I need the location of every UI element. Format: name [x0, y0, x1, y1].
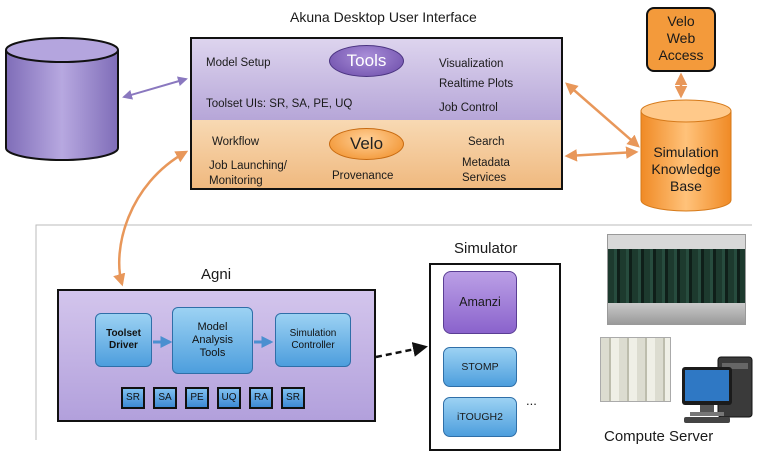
ascem-line: Observational	[18, 90, 106, 106]
akuna-desktop-box: Model Setup Toolset UIs: SR, SA, PE, UQ …	[190, 37, 563, 190]
ascem-line: Data Mgmt	[27, 107, 97, 123]
ascem-akuna-arrow	[122, 76, 188, 100]
tool-square-ra: RA	[249, 387, 273, 409]
tool-square-pe: PE	[185, 387, 209, 409]
job-control-label: Job Control	[439, 102, 498, 114]
agni-title: Agni	[201, 266, 232, 283]
stomp-box: STOMP	[443, 347, 517, 387]
tool-square-sr-2: SR	[281, 387, 305, 409]
kb-line: Simulation	[653, 144, 719, 160]
metadata-line: Metadata	[462, 157, 510, 169]
akuna-agni-arrow	[113, 150, 189, 287]
kb-line: Knowledge	[651, 161, 721, 177]
tool-square-uq: UQ	[217, 387, 241, 409]
sim-controller-line: Controller	[291, 340, 335, 351]
supercomputer-photo	[607, 234, 746, 325]
workflow-label: Workflow	[212, 136, 260, 148]
server-rack-photo	[600, 337, 671, 402]
metadata-line: Services	[462, 172, 507, 184]
ascem-label: ASCEM Observational Data Mgmt System	[6, 73, 118, 141]
knowledge-base-label: Simulation Knowledge Base	[636, 144, 736, 195]
itough2-box: iTOUGH2	[443, 397, 517, 437]
velo-web-line: Access	[658, 47, 704, 63]
sim-controller-line: Simulation	[289, 328, 337, 339]
model-analysis-line: Tools	[199, 347, 226, 359]
search-label: Search	[468, 136, 505, 148]
job-launching-line: Job Launching/	[209, 160, 288, 172]
kb-line: Base	[670, 178, 702, 194]
velo-web-line: Web	[666, 30, 696, 46]
velo-web-access-label: Velo Web Access	[647, 13, 715, 64]
toolset-uis-label: Toolset UIs: SR, SA, PE, UQ	[206, 98, 353, 110]
desktop-computer-icon	[682, 356, 753, 423]
compute-server-label: Compute Server	[604, 428, 714, 445]
visualization-label: Visualization	[439, 58, 504, 70]
amanzi-box: Amanzi	[443, 271, 517, 334]
tool-square-sr: SR	[121, 387, 145, 409]
velo-kb-arrow	[564, 146, 639, 162]
velo-panel: Workflow Job Launching/ Monitoring Prove…	[192, 120, 561, 188]
toolset-driver-line: Driver	[109, 340, 138, 351]
simulation-controller-box: Simulation Controller	[275, 313, 351, 367]
job-launching-label: Job Launching/ Monitoring	[209, 159, 288, 188]
model-analysis-tools-box: Model Analysis Tools	[172, 307, 253, 374]
model-analysis-line: Analysis	[192, 334, 233, 346]
tools-pill: Tools	[329, 45, 404, 77]
ascem-line: ASCEM	[37, 73, 87, 89]
provenance-label: Provenance	[332, 170, 394, 182]
velo-pill: Velo	[329, 128, 404, 160]
tool-square-sa: SA	[153, 387, 177, 409]
model-analysis-line: Model	[197, 321, 228, 333]
more-simulators-ellipsis: ...	[526, 393, 537, 408]
toolset-driver-box: Toolset Driver	[95, 313, 152, 367]
realtime-plots-label: Realtime Plots	[439, 78, 514, 90]
toolset-driver-line: Toolset	[106, 328, 141, 339]
velo-web-line: Velo	[667, 13, 695, 29]
metadata-services-label: Metadata Services	[462, 156, 510, 186]
agni-simulator-arrow	[375, 342, 428, 359]
simulator-title: Simulator	[454, 240, 518, 257]
model-setup-label: Model Setup	[206, 57, 271, 69]
ascem-line: System	[38, 124, 86, 140]
job-launching-line: Monitoring	[209, 175, 263, 187]
akuna-title: Akuna Desktop User Interface	[290, 9, 477, 25]
tools-kb-arrow	[565, 82, 640, 148]
